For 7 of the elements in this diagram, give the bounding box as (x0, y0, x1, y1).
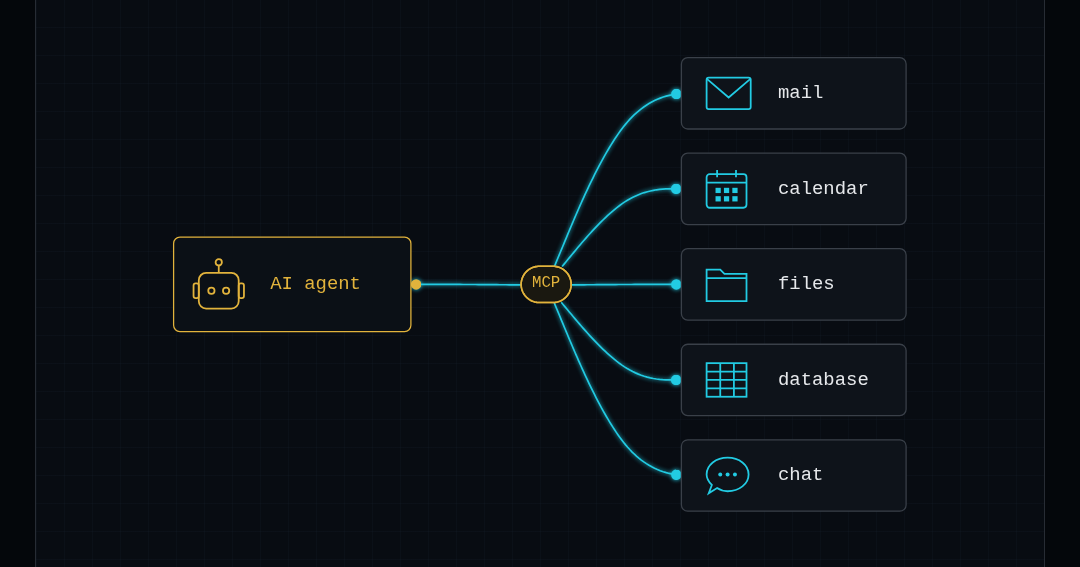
node-label: mail (778, 82, 824, 104)
diagram-panel: AI agent MCP mail calendar files database chat (35, 0, 1045, 567)
node-label: database (778, 369, 869, 391)
node-label: files (778, 273, 835, 295)
node-label: chat (778, 464, 824, 486)
node-label: calendar (778, 177, 869, 199)
node-label: AI agent (270, 273, 362, 295)
